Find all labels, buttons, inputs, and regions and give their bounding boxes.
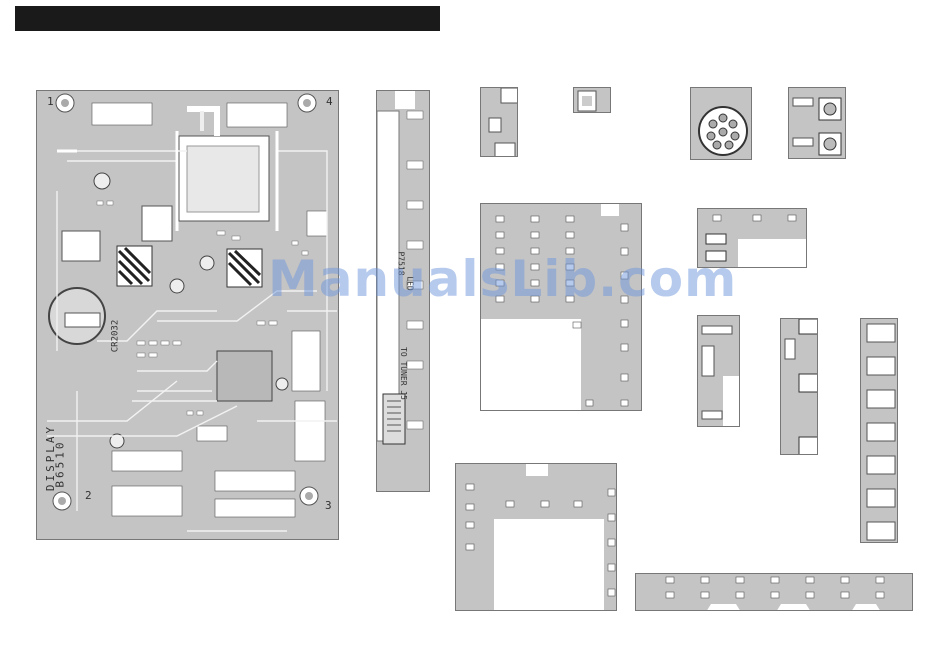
vertical-board-b (780, 318, 818, 455)
board-title-line2: B6510 (54, 439, 67, 487)
board-corner-2: 2 (85, 489, 92, 502)
small-board-a (480, 87, 518, 157)
l-shaped-board (455, 463, 617, 611)
small-board-a-graphic (481, 88, 518, 157)
tall-key-strip (860, 318, 898, 543)
vertical-board-a (697, 315, 740, 427)
battery-label: CR2032 (110, 320, 120, 353)
din-connector-graphic (691, 88, 752, 160)
header-bar (15, 6, 440, 31)
board-corner-3: 3 (325, 499, 332, 512)
small-board-b (573, 87, 611, 113)
main-display-board: 1 4 2 3 DISPLAY B6510 CR2032 (36, 90, 339, 540)
jack-board-graphic (789, 88, 846, 159)
din-connector-board (690, 87, 752, 160)
board-corner-1: 1 (47, 95, 54, 108)
strip-label-c: TO TUNER J5 (399, 347, 408, 400)
vertical-board-a-graphic (698, 316, 740, 427)
l-shaped-board-graphic (456, 464, 617, 611)
wide-key-board-graphic (636, 574, 913, 611)
jack-board (788, 87, 846, 159)
watermark-text: ManualsLib.com (268, 250, 737, 308)
wide-key-board (635, 573, 913, 611)
board-corner-4: 4 (326, 95, 333, 108)
tall-key-strip-graphic (861, 319, 898, 543)
main-board-graphic (37, 91, 339, 540)
small-board-b-graphic (574, 88, 611, 113)
vertical-board-b-graphic (781, 319, 818, 455)
